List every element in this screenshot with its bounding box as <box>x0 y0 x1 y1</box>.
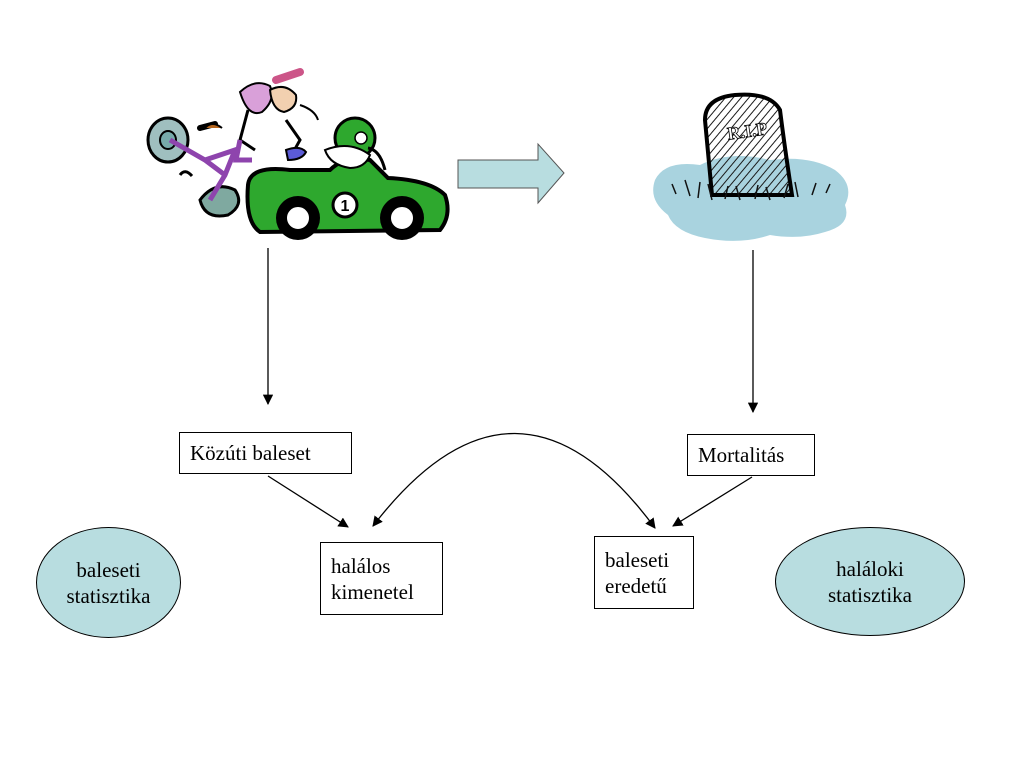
transition-block-arrow <box>457 142 565 205</box>
accident-statistics-oval: baleseti statisztika <box>36 527 181 638</box>
death-statistics-line-2: statisztika <box>828 582 912 607</box>
mortality-box: Mortalitás <box>687 434 815 476</box>
ground-patch <box>653 156 849 241</box>
accident-origin-line-1: baleseti <box>605 547 670 572</box>
fatal-outcome-line-1: halálos <box>331 553 391 578</box>
tombstone-icon <box>702 92 795 197</box>
cyclist-icon <box>232 68 319 163</box>
death-statistics-oval: haláloki statisztika <box>775 527 965 636</box>
accident-origin-box: baleseti eredetű <box>594 536 694 609</box>
bicycle-icon <box>146 116 241 218</box>
accident-statistics-line-2: statisztika <box>66 583 151 608</box>
road-accident-label: Közúti baleset <box>190 441 311 465</box>
svg-text:1: 1 <box>341 198 350 215</box>
accident-statistics-line-1: baleseti <box>76 557 141 582</box>
arrow-mortality-to-accident-origin <box>672 476 753 527</box>
road-accident-box: Közúti baleset <box>179 432 352 474</box>
car-bike-crash-illustration: 1 <box>146 68 450 240</box>
arrow-road-accident-to-fatal-outcome <box>267 475 349 528</box>
fatal-outcome-line-2: kimenetel <box>331 579 414 604</box>
tombstone-illustration: R.I.P <box>653 92 849 241</box>
accident-origin-line-2: eredetű <box>605 573 667 598</box>
bidirectional-curve-arrow <box>372 433 656 529</box>
fatal-outcome-box: halálos kimenetel <box>320 542 443 615</box>
race-car-icon: 1 <box>245 116 450 240</box>
death-statistics-line-1: haláloki <box>836 556 904 581</box>
mortality-label: Mortalitás <box>698 443 785 467</box>
